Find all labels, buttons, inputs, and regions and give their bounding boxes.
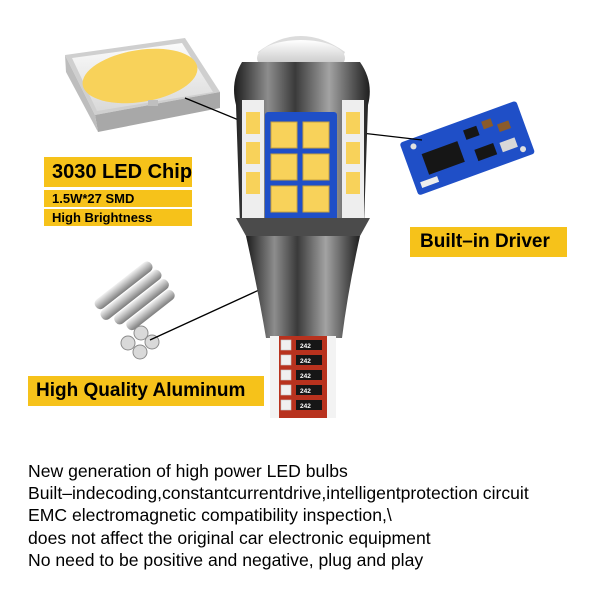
- led-bulb-image: 242 242 242 242 242: [234, 36, 370, 418]
- base-marking: 242: [300, 403, 311, 410]
- base-marking: 242: [300, 373, 311, 380]
- description-line: New generation of high power LED bulbs: [28, 461, 348, 481]
- aluminum-label: High Quality Aluminum: [28, 376, 264, 406]
- description-line: EMC electromagnetic compatibility inspec…: [28, 505, 392, 526]
- led-chip-image: [65, 38, 220, 132]
- description-line: Built–indecoding,constantcurrentdrive,in…: [28, 483, 529, 504]
- driver-board-image: [400, 101, 535, 195]
- chip-spec-label: 1.5W*27 SMD: [44, 190, 192, 207]
- driver-label: Built–in Driver: [410, 227, 567, 257]
- chip-title-label: 3030 LED Chip: [44, 157, 192, 187]
- product-illustration: 242 242 242 242 242: [65, 36, 535, 418]
- description-block: New generation of high power LED bulbs B…: [28, 460, 598, 571]
- aluminum-rods-image: [94, 261, 175, 360]
- base-marking: 242: [300, 343, 311, 350]
- description-line: No need to be positive and negative, plu…: [28, 549, 424, 570]
- description-line: does not affect the original car electro…: [28, 527, 431, 548]
- base-marking: 242: [300, 358, 311, 365]
- base-marking: 242: [300, 388, 311, 395]
- chip-brightness-label: High Brightness: [44, 209, 192, 226]
